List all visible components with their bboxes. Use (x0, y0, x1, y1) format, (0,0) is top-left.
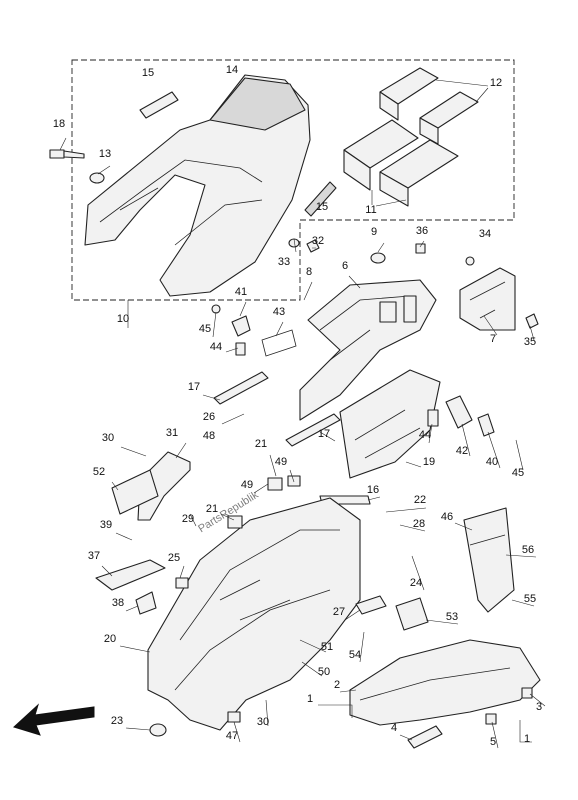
callout-c52: 52 (93, 466, 105, 478)
callout-c12: 12 (490, 77, 502, 89)
callout-c14: 14 (226, 64, 238, 76)
callout-c48: 48 (203, 430, 215, 442)
callout-c8: 8 (306, 266, 312, 278)
callout-c51: 51 (321, 641, 333, 653)
front-direction-arrow-icon (13, 703, 95, 736)
callout-c2: 2 (334, 679, 340, 691)
seat-pads (343, 67, 489, 207)
callout-c13: 13 (99, 148, 111, 160)
callout-c33: 33 (278, 256, 290, 268)
callout-c19: 19 (423, 456, 435, 468)
callout-c49b: 49 (241, 479, 253, 491)
callout-c23: 23 (111, 715, 123, 727)
label-decal-15 (139, 91, 337, 217)
callout-c1a: 1 (307, 693, 313, 705)
seat-group-box (71, 59, 515, 301)
callout-c36: 36 (416, 225, 428, 237)
callout-c54: 54 (349, 649, 361, 661)
rear-inner-fender-20 (147, 497, 361, 731)
callout-c11: 11 (365, 204, 376, 216)
callout-c21a: 21 (255, 438, 267, 450)
callout-c32: 32 (312, 235, 324, 247)
callout-c46: 46 (441, 511, 453, 523)
callout-c22: 22 (414, 494, 426, 506)
callout-c18: 18 (53, 118, 65, 130)
callout-c55: 55 (524, 593, 536, 605)
rear-fender-2 (349, 639, 541, 749)
license-bracket-53 (355, 595, 429, 631)
grommet-13 (89, 172, 105, 184)
callout-c24: 24 (410, 577, 422, 589)
callout-c42: 42 (456, 445, 468, 457)
clip-21b (227, 515, 243, 529)
leader-lines (59, 137, 546, 749)
callout-c37: 37 (88, 550, 100, 562)
callout-c7: 7 (490, 333, 496, 345)
callout-c6: 6 (342, 260, 348, 272)
callout-c26: 26 (203, 411, 215, 423)
callout-c21b: 21 (206, 503, 218, 515)
clip-47 (227, 711, 241, 723)
callout-c30a: 30 (102, 432, 114, 444)
grab-handle-31 (111, 451, 191, 521)
clip-49 (287, 475, 301, 487)
clip-21 (267, 477, 283, 491)
nut-32 (306, 239, 320, 253)
callout-c28: 28 (413, 518, 425, 530)
callout-c30b: 30 (257, 716, 269, 728)
bolt-18 (49, 149, 85, 159)
rear-cowl (84, 74, 311, 297)
callout-c10: 10 (117, 313, 129, 325)
reflector-55 (463, 507, 515, 613)
callout-c27: 27 (333, 606, 345, 618)
rear-frame-6 (299, 279, 437, 421)
callout-c25: 25 (168, 552, 180, 564)
callout-c4: 4 (391, 722, 397, 734)
callout-c29: 29 (182, 513, 194, 525)
helmet-holder-41 (211, 304, 297, 357)
callout-c5: 5 (490, 736, 496, 748)
bolt-9 (370, 252, 386, 264)
callout-c53: 53 (446, 611, 458, 623)
callout-c31: 31 (166, 427, 178, 439)
bracket-37 (95, 559, 166, 615)
callout-c35: 35 (524, 336, 536, 348)
callout-c50: 50 (318, 666, 330, 678)
clip-36 (415, 243, 426, 254)
callout-c15a: 15 (142, 67, 154, 79)
callout-c9: 9 (371, 226, 377, 238)
grommet-23 (149, 723, 167, 737)
callout-c49a: 49 (275, 456, 287, 468)
callout-c15b: 15 (316, 201, 328, 213)
callout-c41: 41 (235, 286, 247, 298)
callout-c44a: 44 (210, 341, 222, 353)
callout-c45a: 45 (199, 323, 211, 335)
lock-bracket-7 (459, 256, 539, 331)
callout-c38: 38 (112, 597, 124, 609)
callout-c16: 16 (367, 484, 379, 496)
callout-c3: 3 (536, 701, 542, 713)
callout-c43: 43 (273, 306, 285, 318)
callout-c17b: 17 (318, 428, 330, 440)
callout-c39: 39 (100, 519, 112, 531)
callout-c47: 47 (226, 730, 238, 742)
callout-c40: 40 (486, 456, 498, 468)
callout-c17a: 17 (188, 381, 200, 393)
callout-c44b: 44 (419, 429, 431, 441)
callout-c34: 34 (479, 228, 491, 240)
clip-25 (175, 577, 189, 589)
callout-c45b: 45 (512, 467, 524, 479)
callout-c56: 56 (522, 544, 534, 556)
callout-c1b: 1 (524, 733, 530, 745)
callout-c20: 20 (104, 633, 116, 645)
side-bracket-19 (339, 369, 495, 479)
